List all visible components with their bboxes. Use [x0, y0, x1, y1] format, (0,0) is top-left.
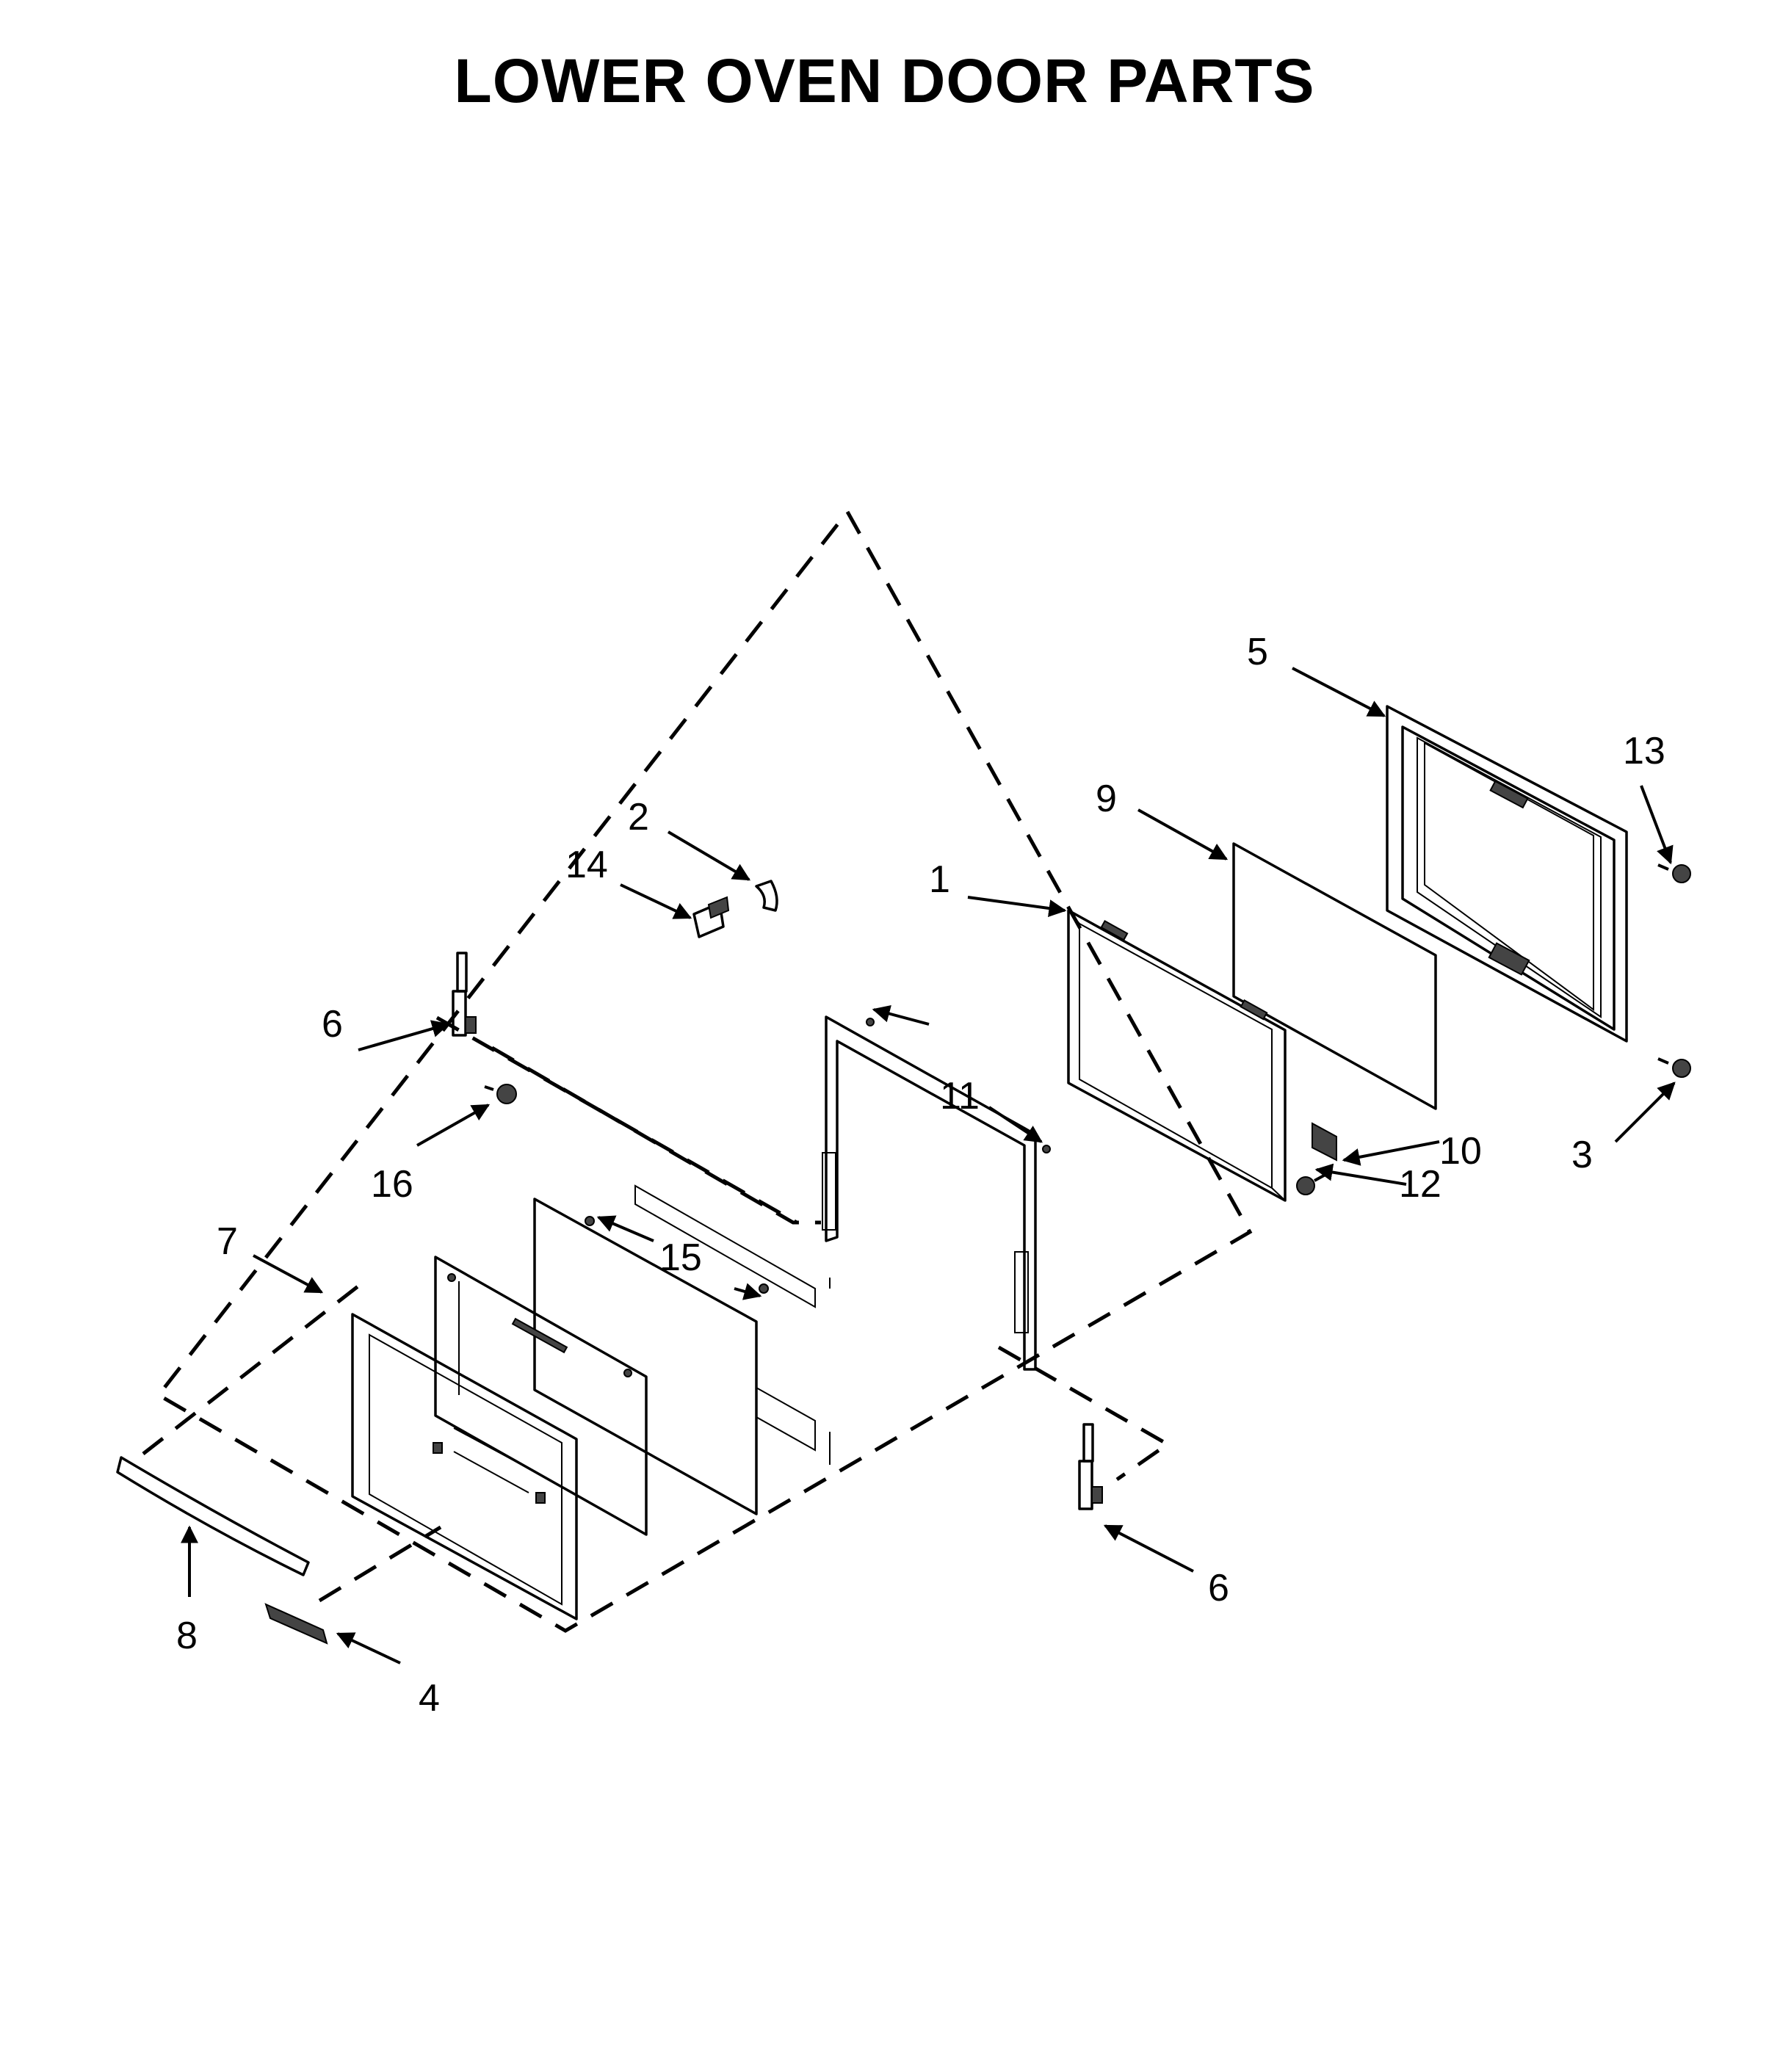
callout-10: 10	[1439, 1130, 1482, 1173]
callout-4: 4	[419, 1677, 440, 1720]
part-13-screw	[1657, 863, 1691, 883]
callout-2: 2	[628, 796, 649, 838]
callout-1: 1	[929, 858, 950, 901]
part-1-inner-door-frame	[1067, 909, 1287, 1202]
callout-3: 3	[1571, 1134, 1593, 1176]
callout-labels: 5 13 9 2 14 1 6 11 16 10 12 3 7 15 6 8 4	[176, 631, 1665, 1720]
callout-11: 11	[940, 1075, 980, 1117]
assembly-outline	[142, 510, 1253, 1633]
part-4-logo-badge	[264, 1603, 328, 1645]
part-3-screw	[1657, 1057, 1691, 1078]
part-15-glass-panel	[533, 1198, 769, 1515]
callout-14: 14	[565, 844, 608, 886]
callout-9: 9	[1096, 778, 1117, 820]
part-2-clip	[755, 880, 778, 912]
callout-12: 12	[1399, 1163, 1441, 1206]
part-16-screw	[484, 1084, 517, 1104]
part-11-door-channel	[822, 1015, 1051, 1371]
part-6-hinge-upper	[452, 952, 477, 1037]
part-5-outer-door-frame	[1386, 705, 1628, 1043]
callout-15: 15	[659, 1236, 702, 1279]
glass-strips	[634, 1184, 831, 1465]
callout-16: 16	[371, 1163, 413, 1206]
callout-7: 7	[217, 1220, 238, 1263]
part-8-door-handle	[116, 1456, 310, 1576]
part-9-glass-panel	[1232, 842, 1437, 1110]
leader-lines	[181, 667, 1676, 1665]
callout-5: 5	[1247, 631, 1268, 673]
diagram-title: LOWER OVEN DOOR PARTS	[454, 46, 1315, 115]
middle-door-panel	[434, 1256, 648, 1536]
part-12-screw	[1296, 1170, 1331, 1195]
callout-8: 8	[176, 1615, 198, 1657]
part-14-latch	[692, 896, 730, 938]
part-6-hinge-lower	[1078, 1423, 1103, 1510]
callout-13: 13	[1623, 730, 1665, 772]
part-7-outer-door-panel	[351, 1313, 578, 1620]
callout-6-lower: 6	[1208, 1567, 1229, 1609]
screws	[484, 863, 1691, 1195]
callout-6-upper: 6	[322, 1003, 343, 1046]
part-10-bracket	[1312, 1122, 1337, 1162]
